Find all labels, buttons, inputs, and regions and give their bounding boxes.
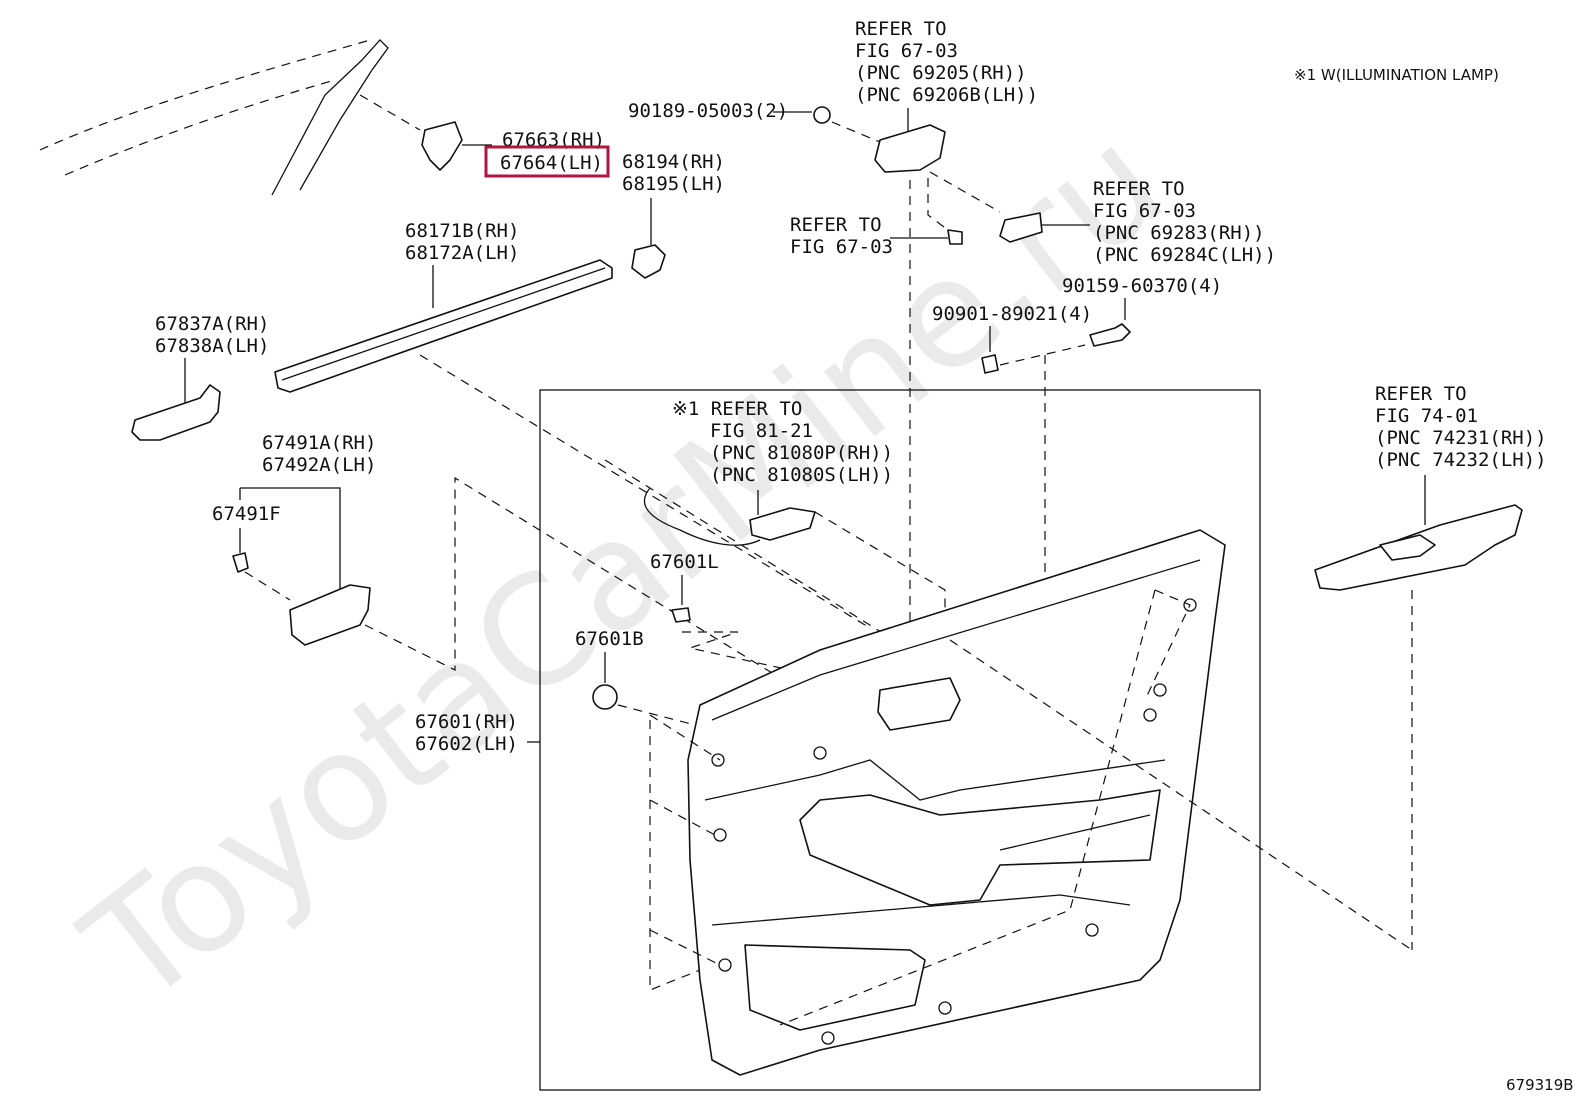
cover-reference-text: REFER TO FIG 67-03 (PNC 69283(RH)) (PNC … bbox=[1093, 178, 1276, 266]
svg-text:(PNC 74232(LH)): (PNC 74232(LH)) bbox=[1375, 449, 1547, 471]
svg-text:REFER TO: REFER TO bbox=[1375, 383, 1467, 405]
svg-text:(PNC 69205(RH)): (PNC 69205(RH)) bbox=[855, 62, 1027, 84]
svg-text:REFER TO: REFER TO bbox=[790, 214, 882, 236]
label-67601b: 67601B bbox=[575, 628, 644, 650]
window-frame-illustration bbox=[39, 39, 421, 196]
svg-text:FIG 81-21: FIG 81-21 bbox=[710, 420, 813, 442]
label-68195-lh: 68195(LH) bbox=[622, 173, 725, 195]
clip-67601l bbox=[671, 607, 691, 623]
bolt-part bbox=[947, 229, 963, 245]
bolt-reference-text: REFER TO FIG 67-03 bbox=[790, 214, 893, 258]
label-90189: 90189-05003(2) bbox=[628, 100, 788, 122]
svg-text:(PNC 69283(RH)): (PNC 69283(RH)) bbox=[1093, 222, 1265, 244]
svg-text:(PNC 69206B(LH)): (PNC 69206B(LH)) bbox=[855, 84, 1038, 106]
label-68172a-lh: 68172A(LH) bbox=[405, 242, 519, 264]
label-68194-rh: 68194(RH) bbox=[622, 151, 725, 173]
inside-handle-part bbox=[874, 124, 946, 173]
label-67492a-lh: 67492A(LH) bbox=[262, 454, 376, 476]
illumination-note: ※1 W(ILLUMINATION LAMP) bbox=[1294, 66, 1499, 84]
screw-90189 bbox=[813, 106, 831, 124]
label-90159: 90159-60370(4) bbox=[1062, 275, 1222, 297]
figure-code: 679319B bbox=[1506, 1076, 1574, 1094]
door-trim-board-part bbox=[687, 529, 1226, 1076]
svg-text:FIG 74-01: FIG 74-01 bbox=[1375, 405, 1478, 427]
label-67602-lh: 67602(LH) bbox=[415, 733, 518, 755]
grommet-part bbox=[232, 552, 249, 573]
svg-text:(PNC 69284C(LH)): (PNC 69284C(LH)) bbox=[1093, 244, 1276, 266]
highlight-box-67664[interactable] bbox=[484, 145, 610, 178]
lamp-reference-text: ※1 REFER TO FIG 81-21 (PNC 81080P(RH)) (… bbox=[672, 398, 893, 486]
svg-text:REFER TO: REFER TO bbox=[855, 18, 947, 40]
svg-text:(PNC 81080S(LH)): (PNC 81080S(LH)) bbox=[710, 464, 893, 486]
belt-moulding-part bbox=[274, 259, 613, 393]
label-67838a-lh: 67838A(LH) bbox=[155, 335, 269, 357]
label-90901: 90901-89021(4) bbox=[932, 303, 1092, 325]
clip-dash-lines bbox=[649, 589, 1191, 1026]
window-switch-panel-part bbox=[1314, 504, 1523, 591]
corner-cover-part bbox=[421, 121, 492, 171]
svg-text:FIG 67-03: FIG 67-03 bbox=[790, 236, 893, 258]
screw-90159 bbox=[1089, 323, 1131, 347]
svg-text:FIG 67-03: FIG 67-03 bbox=[855, 40, 958, 62]
illumination-lamp-part bbox=[749, 507, 816, 541]
label-67837a-rh: 67837A(RH) bbox=[155, 313, 269, 335]
door-trim-panel-box bbox=[539, 389, 1261, 1091]
handle-reference-text: REFER TO FIG 67-03 (PNC 69205(RH)) (PNC … bbox=[855, 18, 1038, 106]
label-67664-lh[interactable]: 67664(LH) bbox=[500, 152, 603, 174]
clip-90901 bbox=[981, 354, 999, 374]
svg-text:REFER TO: REFER TO bbox=[1093, 178, 1185, 200]
switch-reference-text: REFER TO FIG 74-01 (PNC 74231(RH)) (PNC … bbox=[1375, 383, 1547, 471]
handle-cover-part bbox=[999, 212, 1043, 243]
clip-mounting-holes bbox=[711, 598, 1197, 1045]
svg-text:(PNC 74231(RH)): (PNC 74231(RH)) bbox=[1375, 427, 1547, 449]
pull-pocket-part bbox=[289, 584, 371, 646]
clip-part bbox=[631, 244, 666, 279]
bracket-part bbox=[131, 384, 221, 441]
plug-67601b bbox=[592, 684, 618, 710]
label-67601l: 67601L bbox=[650, 551, 719, 573]
label-67491f: 67491F bbox=[212, 503, 281, 525]
svg-text:FIG 67-03: FIG 67-03 bbox=[1093, 200, 1196, 222]
label-67601-rh: 67601(RH) bbox=[415, 711, 518, 733]
label-67491a-rh: 67491A(RH) bbox=[262, 432, 376, 454]
svg-text:※1 REFER TO: ※1 REFER TO bbox=[672, 398, 802, 420]
svg-text:(PNC 81080P(RH)): (PNC 81080P(RH)) bbox=[710, 442, 893, 464]
label-68171b-rh: 68171B(RH) bbox=[405, 220, 519, 242]
